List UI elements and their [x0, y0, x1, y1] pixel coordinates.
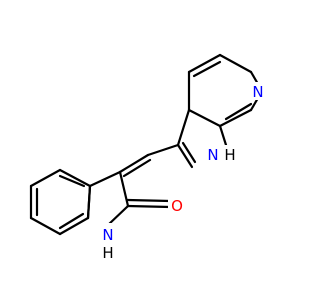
atom-label-carbonyl-o: O [168, 196, 186, 215]
oxindole-five-ring [86, 170, 130, 227]
svg-text:N: N [102, 226, 113, 244]
pyridine-ring [187, 53, 260, 128]
pyrrole-ring [176, 108, 228, 169]
atom-label-pyrrole-nh: N H [200, 145, 242, 164]
carbonyl-bond [126, 198, 172, 209]
svg-text:H: H [102, 244, 113, 262]
svg-text:N: N [207, 146, 218, 164]
svg-text:O: O [171, 197, 183, 215]
atom-label-lactam-nh: N H [98, 223, 118, 262]
molecule-structure: N N H N H O [29, 53, 266, 262]
methylidene-bridge [118, 143, 180, 178]
svg-text:H: H [224, 146, 235, 164]
atom-label-pyridine-n: N [250, 82, 266, 101]
svg-text:N: N [252, 83, 263, 101]
molecule-canvas: N N H N H O [29, 53, 266, 262]
benzene-ring [29, 168, 92, 236]
